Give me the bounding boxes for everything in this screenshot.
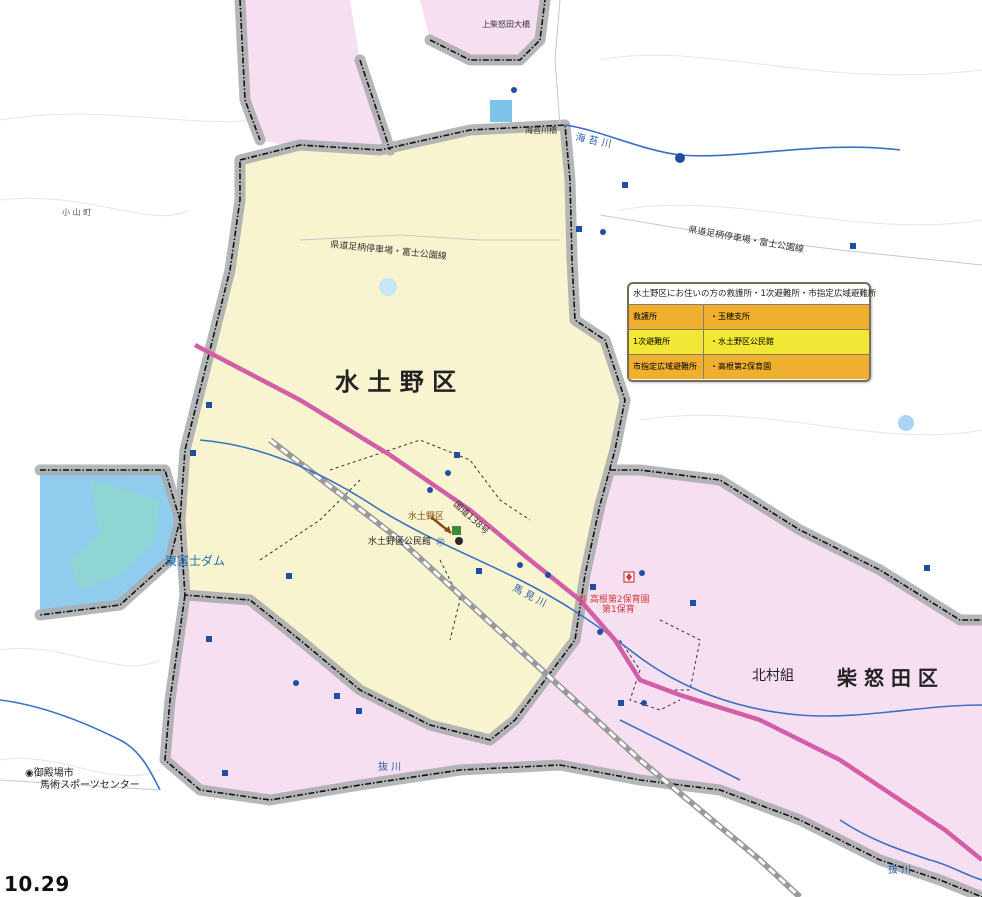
point-markers: [293, 87, 685, 706]
river-label-nuke-2: 抜 川: [888, 863, 911, 876]
district-hall-marker[interactable]: [430, 516, 463, 545]
pond-upper: [490, 100, 512, 122]
bridge-label-nori: 海苔川橋: [525, 125, 557, 135]
railway: [268, 437, 803, 897]
legend-row-aid-station: 救護所 ・玉穂支所: [629, 304, 869, 329]
legend-row-primary-shelter: 1次避難所 ・水土野区公民館: [629, 329, 869, 354]
kitamura-label: 北村組: [752, 668, 794, 684]
house-markers: [190, 182, 930, 776]
dam-label: 東富士ダム: [165, 553, 225, 568]
roads: [0, 0, 982, 791]
contour-lines: [0, 54, 982, 777]
pond-mid: [379, 278, 397, 296]
boundary-lines: [39, 0, 982, 897]
nursery-label: ㊐ 高根第2保育園: [578, 593, 650, 605]
district-marker-label: 水土野区: [408, 510, 444, 522]
national-route-138: [193, 343, 982, 862]
legend-type: 1次避難所: [629, 330, 704, 354]
neighbor-district-top: [240, 0, 390, 155]
legend-place: ・高根第2保育園: [710, 362, 772, 371]
legend-place: ・水土野区公民館: [710, 337, 774, 346]
neighbor-district-label: 柴 怒 田 区: [836, 666, 938, 690]
legend-title: 水土野区にお住いの方の救護所・1次避難所・市指定広域避難所: [633, 289, 877, 299]
mizudono-district-area: [180, 125, 625, 740]
hill-label: 小 山 町: [62, 207, 91, 217]
legend-place: ・玉穂支所: [710, 312, 750, 321]
rivers: [0, 124, 982, 881]
legend-type: 救護所: [629, 305, 704, 329]
nursery-marker[interactable]: [623, 571, 635, 583]
page-number: 10.29: [4, 872, 70, 896]
hall-label: 水土野区公民館: [368, 535, 431, 547]
district-label: 水 土 野 区: [335, 368, 456, 396]
sports-center-line2: 馬術スポーツセンター: [40, 778, 140, 791]
legend-type: 市指定広域避難所: [629, 355, 704, 379]
sports-center-line1: ◉御殿場市: [25, 766, 74, 779]
subdivision-lines: [259, 439, 701, 711]
bridge-label-upper: 上柴怒田大橋: [482, 19, 530, 29]
pond-right: [898, 415, 914, 431]
nursery-label-2: 第1保育: [602, 603, 635, 615]
evacuation-legend: 水土野区にお住いの方の救護所・1次避難所・市指定広域避難所 救護所 ・玉穂支所 …: [627, 282, 877, 382]
neighbor-district-area: [165, 470, 982, 897]
legend-row-wide-area-shelter: 市指定広域避難所 ・高根第2保育園: [629, 354, 869, 379]
hall-marker-icon: ㊞: [436, 537, 445, 548]
river-label-nuke-1: 抜 川: [378, 760, 401, 773]
dam-water-2: [70, 480, 160, 590]
